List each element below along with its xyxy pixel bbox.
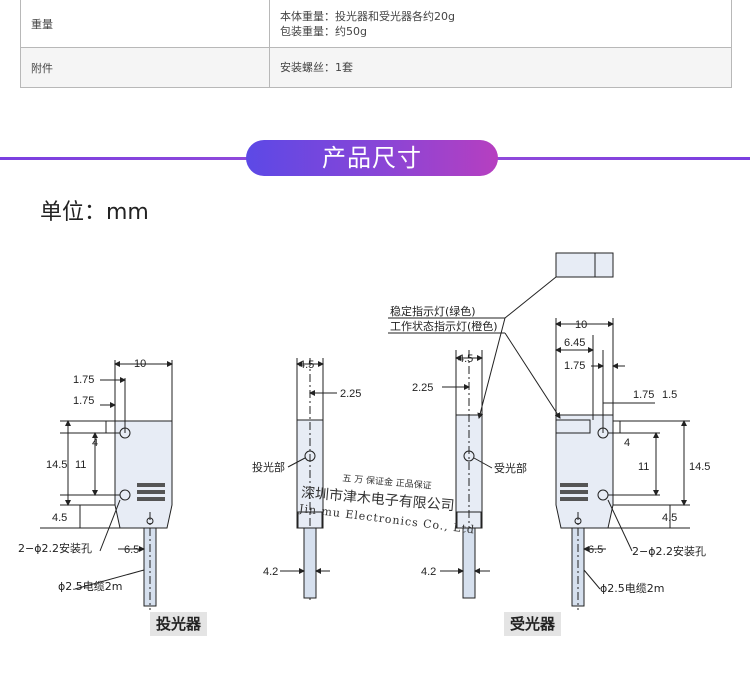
dim-text: 14.5 [689, 461, 710, 473]
dim-text: 10 [134, 358, 146, 370]
indicator-callouts [388, 276, 561, 419]
spec-value-line: 包装重量：约50g [280, 24, 367, 38]
emitter-body [114, 420, 173, 529]
spec-value: 本体重量：投光器和受光器各约20g 包装重量：约50g [269, 0, 732, 48]
dim-text: 1.5 [662, 389, 677, 401]
receiver-caption: 受光器 [504, 612, 562, 636]
table-row: 附件 安装螺丝：1套 [20, 47, 732, 88]
dim-text: 1.75 [564, 360, 585, 372]
emitter-front-view [40, 360, 173, 610]
mount-hole-label: 2−ϕ2.2安装孔 [18, 541, 92, 555]
unit-label: 单位：mm [40, 200, 149, 225]
dim-text: 4.5 [299, 359, 314, 371]
section-title: 产品尺寸 [246, 140, 498, 176]
dim-text: 14.5 [46, 459, 67, 471]
emitter-side-view [280, 358, 337, 600]
receiver-front-dims: 10 6.45 1.75 1.75 1.5 4 11 14.5 4.5 6.5 … [564, 319, 710, 595]
receiver-side-dims: 4.5 2.25 4.2 受光部 [412, 353, 527, 578]
dim-text: 4 [92, 437, 98, 449]
spec-key: 重量 [20, 0, 270, 48]
indicator-label-status: 工作状态指示灯(橙色) [390, 319, 498, 333]
dim-text: 4.5 [52, 512, 67, 524]
dim-text: 6.45 [564, 337, 585, 349]
dim-text: 1.75 [73, 395, 94, 407]
dim-text: 4 [624, 437, 630, 449]
dim-text: 6.5 [124, 544, 139, 556]
dim-text: 6.5 [588, 544, 603, 556]
dim-text: 4.5 [662, 512, 677, 524]
table-row: 重量 本体重量：投光器和受光器各约20g 包装重量：约50g [20, 0, 732, 48]
spec-key: 附件 [20, 47, 270, 88]
dim-text: 11 [638, 461, 649, 473]
dim-text: 1.75 [73, 374, 94, 386]
dim-text: 11 [75, 459, 86, 471]
receiver-top-view [555, 252, 614, 278]
cable-label: ϕ2.5电缆2m [600, 582, 664, 595]
emitter-part-label: 投光部 [252, 460, 285, 474]
dim-text: 4.2 [421, 566, 436, 578]
dim-text: 1.75 [633, 389, 654, 401]
mount-hole-label: 2−ϕ2.2安装孔 [632, 544, 706, 558]
dim-text: 4.2 [263, 566, 278, 578]
spec-table: 重量 本体重量：投光器和受光器各约20g 包装重量：约50g 附件 安装螺丝：1… [20, 0, 732, 88]
emitter-front-dims: 10 1.75 1.75 4 14.5 11 4.5 6.5 2−ϕ2.2安装孔… [18, 358, 146, 593]
dim-text: 4.5 [458, 353, 473, 365]
spec-value: 安装螺丝：1套 [269, 47, 732, 88]
dim-text: 2.25 [340, 388, 361, 400]
receiver-front-view [555, 252, 690, 610]
spec-value-line: 本体重量：投光器和受光器各约20g [280, 9, 455, 23]
receiver-part-label: 受光部 [494, 461, 527, 475]
dim-text: 2.25 [412, 382, 433, 394]
emitter-side-dims: 4.5 2.25 4.2 投光部 [252, 359, 361, 578]
dimension-drawing: 10 1.75 1.75 4 14.5 11 4.5 6.5 2−ϕ2.2安装孔… [18, 252, 710, 610]
emitter-caption: 投光器 [150, 612, 208, 636]
receiver-body [555, 414, 614, 529]
indicator-label-stable: 稳定指示灯(绿色) [390, 304, 476, 318]
spec-value-line: 安装螺丝：1套 [280, 61, 353, 74]
dim-text: 10 [575, 319, 587, 331]
receiver-side-view [440, 350, 493, 600]
cable-label: ϕ2.5电缆2m [58, 580, 122, 593]
